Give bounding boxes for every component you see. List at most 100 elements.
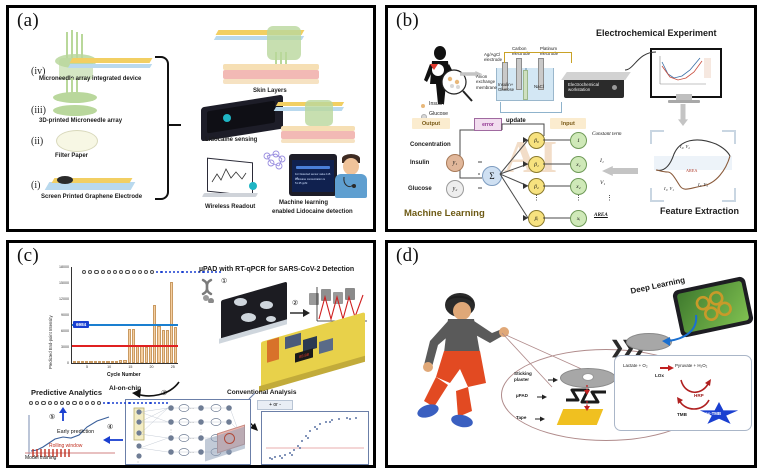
marker-dot-hollow	[47, 401, 52, 406]
reaction-lox: LOx	[655, 373, 664, 378]
skin-layer-dermis	[223, 70, 319, 79]
chart-bar	[136, 345, 140, 363]
panel-a-skin-label: Skin Layers	[253, 88, 287, 94]
marker-dot-hollow	[78, 401, 83, 406]
chart-bar	[148, 344, 153, 363]
skin-layer-hypodermis	[223, 79, 319, 84]
arrow-sample-to-cell	[460, 71, 482, 77]
marker-dot-filled	[168, 271, 171, 274]
panel-a-roman-iv: (iv)	[31, 66, 46, 77]
upad-label: µPAD	[516, 393, 529, 398]
conventional-analysis-label: Conventional Analysis	[227, 389, 297, 396]
chart-bar	[170, 281, 174, 363]
threshold-line-red	[72, 345, 178, 347]
marker-dot-hollow	[59, 401, 65, 406]
svg-text:···: ···	[190, 436, 194, 441]
spe-substrate	[44, 182, 136, 190]
panel-c-tag: (c)	[17, 245, 39, 266]
signal-trace-icon	[211, 168, 247, 183]
network-edges	[478, 137, 570, 221]
anion-exchange-membrane	[523, 70, 528, 100]
chart-y-tick: 9000	[61, 313, 69, 317]
marker-dot-hollow	[125, 270, 130, 275]
panel-b-tag: (b)	[396, 10, 420, 31]
chart-x-tick: 15	[128, 365, 133, 369]
reaction-tmb: TMB	[677, 412, 687, 417]
upad-well-2	[260, 301, 273, 309]
arrow-patch-to-phone	[662, 314, 698, 346]
cv-point-2: I₁, V₁	[664, 186, 674, 191]
chart-x-tick: 10	[107, 365, 112, 369]
concentration-label: Concentration	[410, 142, 451, 148]
label-platinum: Platinum electrode	[540, 46, 559, 57]
monitor-base	[668, 100, 700, 103]
marker-dot-hollow	[150, 270, 155, 275]
chart-bar	[123, 360, 127, 363]
brace-stem	[167, 124, 181, 126]
output-glucose-label: Glucose	[408, 186, 432, 192]
panel-a-label-iii: 3D-printed Microneedle array	[39, 118, 123, 124]
threshold-badge: 6984	[73, 320, 90, 328]
panel-a-label-ii: Filter Paper	[55, 153, 89, 159]
input-name-2: V₁	[600, 180, 606, 186]
ai-chip-core-icon	[224, 433, 235, 444]
upad-well-4	[266, 316, 276, 322]
ag-agcl-electrode	[502, 62, 508, 90]
ml-phone-screen	[292, 160, 334, 192]
marker-dot-filled	[189, 271, 192, 274]
doctor-head	[343, 158, 359, 175]
upad-channel-pattern	[566, 388, 606, 404]
marker-dot-filled	[173, 271, 176, 274]
tape-square	[556, 409, 604, 425]
cv-feature-plot: AREA I₂, V₂ I₁, V₁ I₃, V₃	[650, 130, 736, 202]
error-box: error	[474, 118, 502, 131]
platinum-electrode	[538, 58, 544, 90]
chart-bar	[102, 361, 106, 363]
marker-dot-hollow	[35, 401, 40, 406]
chart-bar	[110, 360, 114, 363]
cv-area-label: AREA	[686, 168, 698, 173]
marker-dot-filled	[140, 402, 144, 405]
threshold-line-blue	[72, 324, 178, 326]
filter-paper-shape	[56, 130, 98, 152]
conventional-result-badge: + or -	[257, 400, 293, 410]
panel-a: (a) (iv) Microneedle array integrated de…	[6, 5, 376, 232]
panel-a-ml-label-1: Machine learning	[279, 200, 329, 206]
wire-bottom	[500, 102, 562, 113]
arrow-board-to-nn	[132, 381, 180, 398]
chart-bar	[119, 360, 123, 363]
cv-point-1: I₂, V₂	[680, 144, 690, 149]
marker-dot-filled	[161, 402, 165, 405]
device-yellow-layer-iv	[69, 58, 153, 63]
upad-well-1	[234, 298, 247, 306]
panel-a-lidocaine-label: Lidocaine sensing	[205, 137, 258, 143]
marker-dot-hollow	[97, 401, 102, 406]
marker-dot-filled	[181, 271, 184, 274]
chart-bar	[114, 360, 119, 363]
panel-c-step-5: ⑤	[49, 414, 56, 421]
sigmoid-curves	[266, 417, 364, 460]
input-name-0: Constant term	[592, 131, 622, 137]
marker-dot-filled	[136, 402, 139, 405]
chart-x-tick: 25	[170, 365, 175, 369]
runner-illustration	[417, 293, 509, 428]
arrow-to-plaster	[548, 377, 558, 383]
chart-bar	[93, 361, 97, 363]
nn-box-connector	[248, 393, 255, 400]
marker-dot-filled	[157, 402, 160, 405]
chart-y-tick: 15000	[59, 281, 69, 285]
panel-c-step-1: ①	[221, 278, 228, 285]
chart-x-tick: 5	[85, 365, 88, 369]
marker-dot-filled	[160, 271, 163, 274]
label-ag-agcl: Ag/AgCl electrode	[484, 52, 503, 63]
upad-well-3	[241, 313, 256, 322]
panel-d-tag: (d)	[396, 245, 420, 266]
marker-dot-hollow	[66, 401, 71, 406]
panel-a-roman-iii: (iii)	[31, 105, 46, 116]
device-blue-layer-iv	[67, 64, 153, 68]
skin2-layer-top	[281, 126, 355, 131]
chart-bar	[80, 361, 85, 363]
reaction-hrp: HRP	[694, 393, 704, 398]
svg-text:···: ···	[190, 406, 194, 411]
